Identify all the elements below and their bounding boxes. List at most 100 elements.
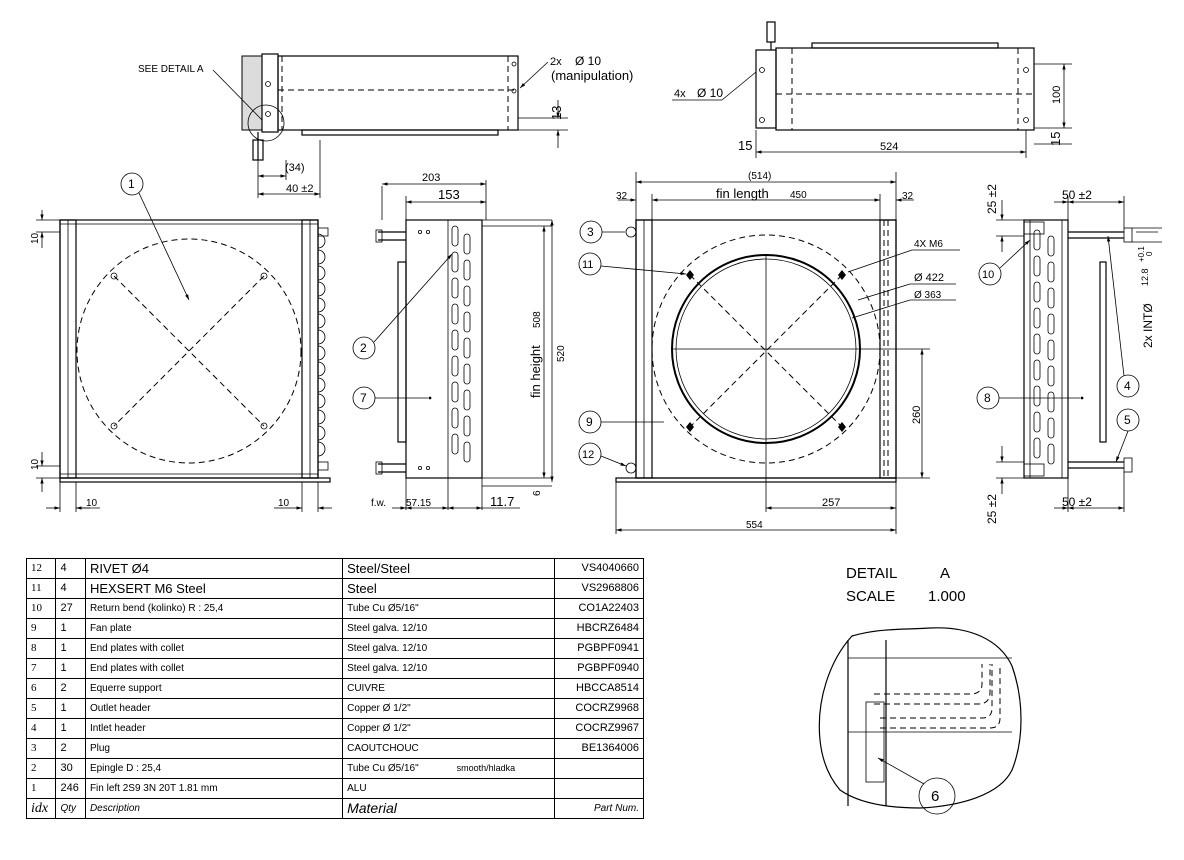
bom-idx-cell: 11 bbox=[25, 578, 57, 599]
bom-material-cell: Steel/Steel bbox=[342, 558, 555, 579]
bom-part-number-cell: PGBPF0941 bbox=[553, 638, 645, 659]
detail-scale-word: SCALE bbox=[846, 588, 895, 605]
bom-part-number-cell: VS2968806 bbox=[553, 578, 645, 599]
balloon-2-text: 2 bbox=[360, 341, 367, 355]
dim-50-top: 50 ±2 bbox=[1062, 188, 1092, 202]
balloon-3-text: 3 bbox=[587, 225, 594, 239]
fin-slots-right bbox=[1033, 229, 1055, 465]
tol-zero: 0 bbox=[1145, 251, 1154, 256]
bom-description-cell: Outlet header bbox=[84, 698, 344, 719]
bom-idx-cell: 5 bbox=[25, 698, 57, 719]
balloon-1-text: 1 bbox=[128, 177, 135, 191]
bom-part-number-cell: VS4040660 bbox=[553, 558, 645, 579]
balloon-11-text: 11 bbox=[582, 259, 593, 271]
bom-idx-cell: 1 bbox=[25, 778, 57, 799]
bom-description-cell: Epingle D : 25,4 bbox=[84, 758, 344, 779]
front-right-view: (514) 32 32 fin length 450 4X M6 Ø 422 Ø… bbox=[578, 171, 960, 534]
balloon-6-text: 6 bbox=[931, 788, 939, 805]
dim-508: 508 bbox=[532, 311, 543, 328]
bom-part-number-cell bbox=[553, 778, 645, 799]
top-left-view: SEE DETAIL A 2x Ø 10 (manipulation) 13 (… bbox=[138, 53, 633, 198]
bom-idx-cell: 9 bbox=[25, 618, 57, 639]
bom-material-cell: Steel galva. 12/10 bbox=[342, 638, 555, 659]
int-note: 2x INTØ bbox=[1141, 303, 1155, 348]
bom-material-cell: Tube Cu Ø5/16" bbox=[342, 598, 555, 619]
dim-32-right: 32 bbox=[902, 191, 914, 202]
bom-qty-cell: 1 bbox=[55, 698, 86, 719]
hole-note-qty-right: 4x bbox=[674, 88, 686, 100]
balloon-7-text: 7 bbox=[360, 391, 367, 405]
bom-qty-cell: 1 bbox=[55, 658, 86, 679]
bom-description-cell: Return bend (kolinko) R : 25,4 bbox=[84, 598, 344, 619]
dia-422: Ø 422 bbox=[914, 272, 944, 284]
balloon-10-text: 10 bbox=[982, 269, 994, 281]
bom-idx-cell: 8 bbox=[25, 638, 57, 659]
dim-153: 153 bbox=[438, 187, 460, 202]
bom-part-number-cell: COCRZ9967 bbox=[553, 718, 645, 739]
bom-material-cell: CAOUTCHOUC bbox=[342, 738, 555, 759]
detail-scale-value: 1.000 bbox=[928, 588, 966, 605]
bom-material-text: Steel galva. 12/10 bbox=[347, 663, 428, 674]
bom-part-number-cell bbox=[553, 758, 645, 779]
bom-idx-cell: 6 bbox=[25, 678, 57, 699]
dim-25-bottom: 25 ±2 bbox=[985, 494, 999, 524]
bom-material-cell: Copper Ø 1/2" bbox=[342, 698, 555, 719]
bom-material-cell: Steel galva. 12/10 bbox=[342, 618, 555, 639]
dia-363: Ø 363 bbox=[914, 290, 942, 301]
fw-label: f.w. bbox=[371, 498, 386, 509]
bom-material-note: smooth/hladka bbox=[456, 763, 516, 773]
bom-description-cell: End plates with collet bbox=[84, 658, 344, 679]
bom-description-cell: RIVET Ø4 bbox=[84, 558, 344, 579]
bom-material-text: Tube Cu Ø5/16" bbox=[347, 603, 419, 614]
bom-part-number-cell: COCRZ9968 bbox=[553, 698, 645, 719]
bom-qty-cell: 2 bbox=[55, 738, 86, 759]
bom-description-cell: HEXSERT M6 Steel bbox=[84, 578, 344, 599]
bom-qty-cell: 1 bbox=[55, 718, 86, 739]
bom-idx-cell: 3 bbox=[25, 738, 57, 759]
bom-part-number-cell: HBCCA8514 bbox=[553, 678, 645, 699]
dim-6: 6 bbox=[532, 490, 543, 496]
hole-note-purpose: (manipulation) bbox=[551, 68, 633, 83]
bom-material-text: Copper Ø 1/2" bbox=[347, 703, 411, 714]
bom-description-cell: Fan plate bbox=[84, 618, 344, 639]
dim-100: 100 bbox=[1051, 86, 1063, 104]
bom-qty-cell: 1 bbox=[55, 618, 86, 639]
hole-note-dia-right: Ø 10 bbox=[697, 86, 723, 100]
dim-34: (34) bbox=[285, 162, 305, 174]
dim-450: 450 bbox=[790, 190, 807, 201]
bom-material-text: Steel galva. 12/10 bbox=[347, 623, 428, 634]
side-right-view: 25 ±2 50 ±2 12.8 +0.1 0 2x INTØ 10 8 4 5… bbox=[976, 184, 1162, 524]
bom-qty-cell: 27 bbox=[55, 598, 86, 619]
bom-material-text: Steel/Steel bbox=[347, 561, 410, 576]
fin-height-label: fin height bbox=[528, 345, 543, 398]
dim-117: 11.7 bbox=[490, 494, 514, 509]
m6-note: 4X M6 bbox=[914, 239, 943, 250]
bom-part-number-cell: CO1A22403 bbox=[553, 598, 645, 619]
tol-plus: +0.1 bbox=[1137, 246, 1146, 262]
dim-520: 520 bbox=[556, 345, 567, 362]
bom-idx-cell: 7 bbox=[25, 658, 57, 679]
bom-description-cell: Fin left 2S9 3N 20T 1.81 mm bbox=[84, 778, 344, 799]
bom-material-cell: Copper Ø 1/2" bbox=[342, 718, 555, 739]
bom-header-part-number: Part Num. bbox=[553, 798, 645, 819]
bom-material-cell: CUIVRE bbox=[342, 678, 555, 699]
balloon-8-text: 8 bbox=[984, 391, 991, 405]
detail-title-word: DETAIL bbox=[846, 565, 897, 582]
bom-material-text: Tube Cu Ø5/16" bbox=[347, 763, 419, 774]
bom-material-cell: Steel galva. 12/10 bbox=[342, 658, 555, 679]
see-detail-label: SEE DETAIL A bbox=[138, 64, 204, 75]
balloon-5-text: 5 bbox=[1124, 413, 1131, 427]
dim-10-left: 10 bbox=[86, 498, 98, 509]
bom-material-cell: ALU bbox=[342, 778, 555, 799]
dim-15-left: 15 bbox=[738, 138, 752, 153]
